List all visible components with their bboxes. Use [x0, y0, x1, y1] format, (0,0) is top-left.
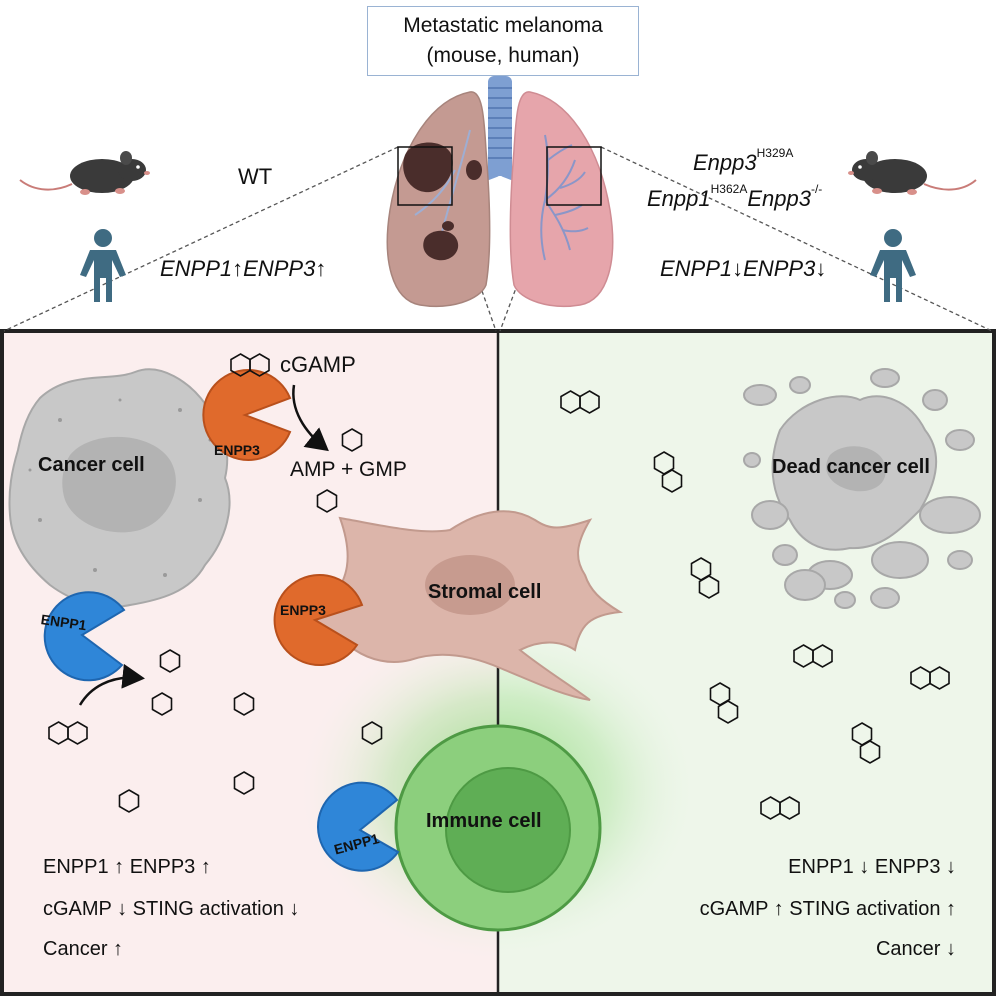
cancer-cell [8, 368, 231, 609]
enpp1-label-cancer: ENPP1 [40, 611, 88, 633]
gene-enpp3: ENPP3 [743, 256, 816, 281]
enpp3-enzyme-stromal: ENPP3 [273, 574, 364, 667]
title-box: Metastatic melanoma (mouse, human) [367, 6, 639, 76]
cgamp-label: cGAMP [280, 352, 356, 377]
immune-cell [394, 724, 602, 932]
human-icon [870, 229, 916, 302]
mouse-icon [19, 151, 150, 195]
left-summary-line-3: Cancer ↑ [43, 938, 124, 960]
title-line-2: (mouse, human) [426, 44, 580, 67]
allele-h362a: H362A [710, 182, 748, 196]
title-line-1: Metastatic melanoma [403, 14, 603, 37]
right-summary-line-2: cGAMP ↑ STING activation ↑ [699, 898, 956, 920]
allele-knockout: -/- [810, 182, 823, 196]
export-arrow [78, 663, 145, 706]
left-human-expression: ENPP1↑ENPP3↑ [160, 256, 326, 282]
gene-enpp1: ENPP1 [660, 256, 733, 281]
stromal-cell-label: Stromal cell [428, 581, 542, 603]
lungs-icon [386, 76, 614, 307]
arrow-down: ↓ [815, 256, 827, 281]
gene-enpp3: Enpp3 [747, 186, 811, 211]
enpp1-enzyme-cancer: ENPP1 [40, 591, 126, 682]
right-human-expression: ENPP1↓ENPP3↓ [660, 256, 826, 282]
cancer-cell-label: Cancer cell [38, 454, 145, 476]
wt-label: WT [238, 164, 273, 189]
enpp1-enzyme-immune: ENPP1 [317, 781, 400, 872]
right-summary-line-1: ENPP1 ↓ ENPP3 ↓ [788, 856, 956, 878]
mouse-icon [848, 151, 977, 195]
gene-enpp3: Enpp3 [693, 150, 757, 175]
arrow-up: ↑ [315, 256, 327, 281]
right-summary-line-3: Cancer ↓ [875, 938, 956, 960]
genotype-double-mutant: Enpp1H362AEnpp3-/- [647, 182, 822, 212]
arrow-down: ↓ [732, 256, 744, 281]
arrow-up: ↑ [232, 256, 244, 281]
immune-cell-label: Immune cell [426, 810, 542, 832]
enpp3-enzyme-top: ENPP3 [202, 369, 292, 461]
genotype-enpp3-mutant: Enpp3H329A [693, 146, 793, 176]
gene-enpp3: ENPP3 [243, 256, 316, 281]
stromal-cell [287, 510, 624, 701]
human-icon [80, 229, 126, 302]
enpp3-label-stromal: ENPP3 [280, 602, 326, 618]
enpp3-label-top: ENPP3 [214, 442, 260, 458]
amp-gmp-label: AMP + GMP [290, 458, 407, 481]
gene-enpp1: ENPP1 [160, 256, 233, 281]
allele-h329a: H329A [756, 146, 794, 160]
left-summary-line-1: ENPP1 ↑ ENPP3 ↑ [43, 856, 211, 878]
gene-enpp1: Enpp1 [647, 186, 711, 211]
dead-cancer-cell-label: Dead cancer cell [772, 456, 930, 478]
left-summary-line-2: cGAMP ↓ STING activation ↓ [43, 898, 300, 920]
hydrolysis-arrow [292, 384, 329, 452]
dead-cancer-cell [743, 368, 981, 609]
